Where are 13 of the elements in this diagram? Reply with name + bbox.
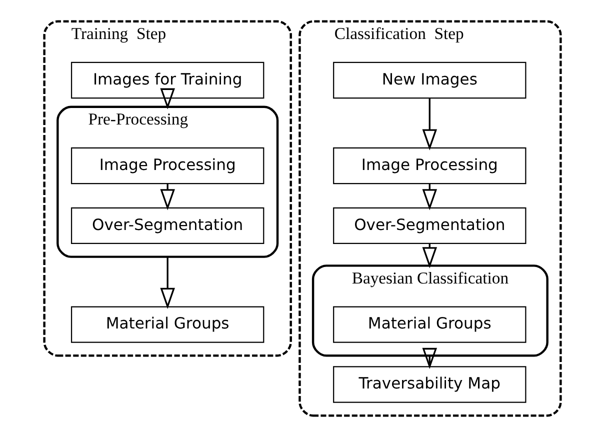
node-box: Material Groups [70, 306, 264, 343]
arrow [422, 98, 438, 150]
node-box: Image Processing [70, 147, 264, 184]
arrow [160, 88, 175, 110]
arrow [160, 184, 175, 210]
node-box: New Images [333, 62, 526, 99]
node-box: Over-Segmentation [333, 207, 526, 244]
node-box: Image Processing [333, 147, 526, 184]
arrow [422, 348, 438, 370]
node-box: Traversability Map [333, 366, 526, 403]
node-box: Over-Segmentation [70, 207, 264, 244]
arrow [160, 256, 175, 309]
node-box: Material Groups [333, 306, 526, 343]
